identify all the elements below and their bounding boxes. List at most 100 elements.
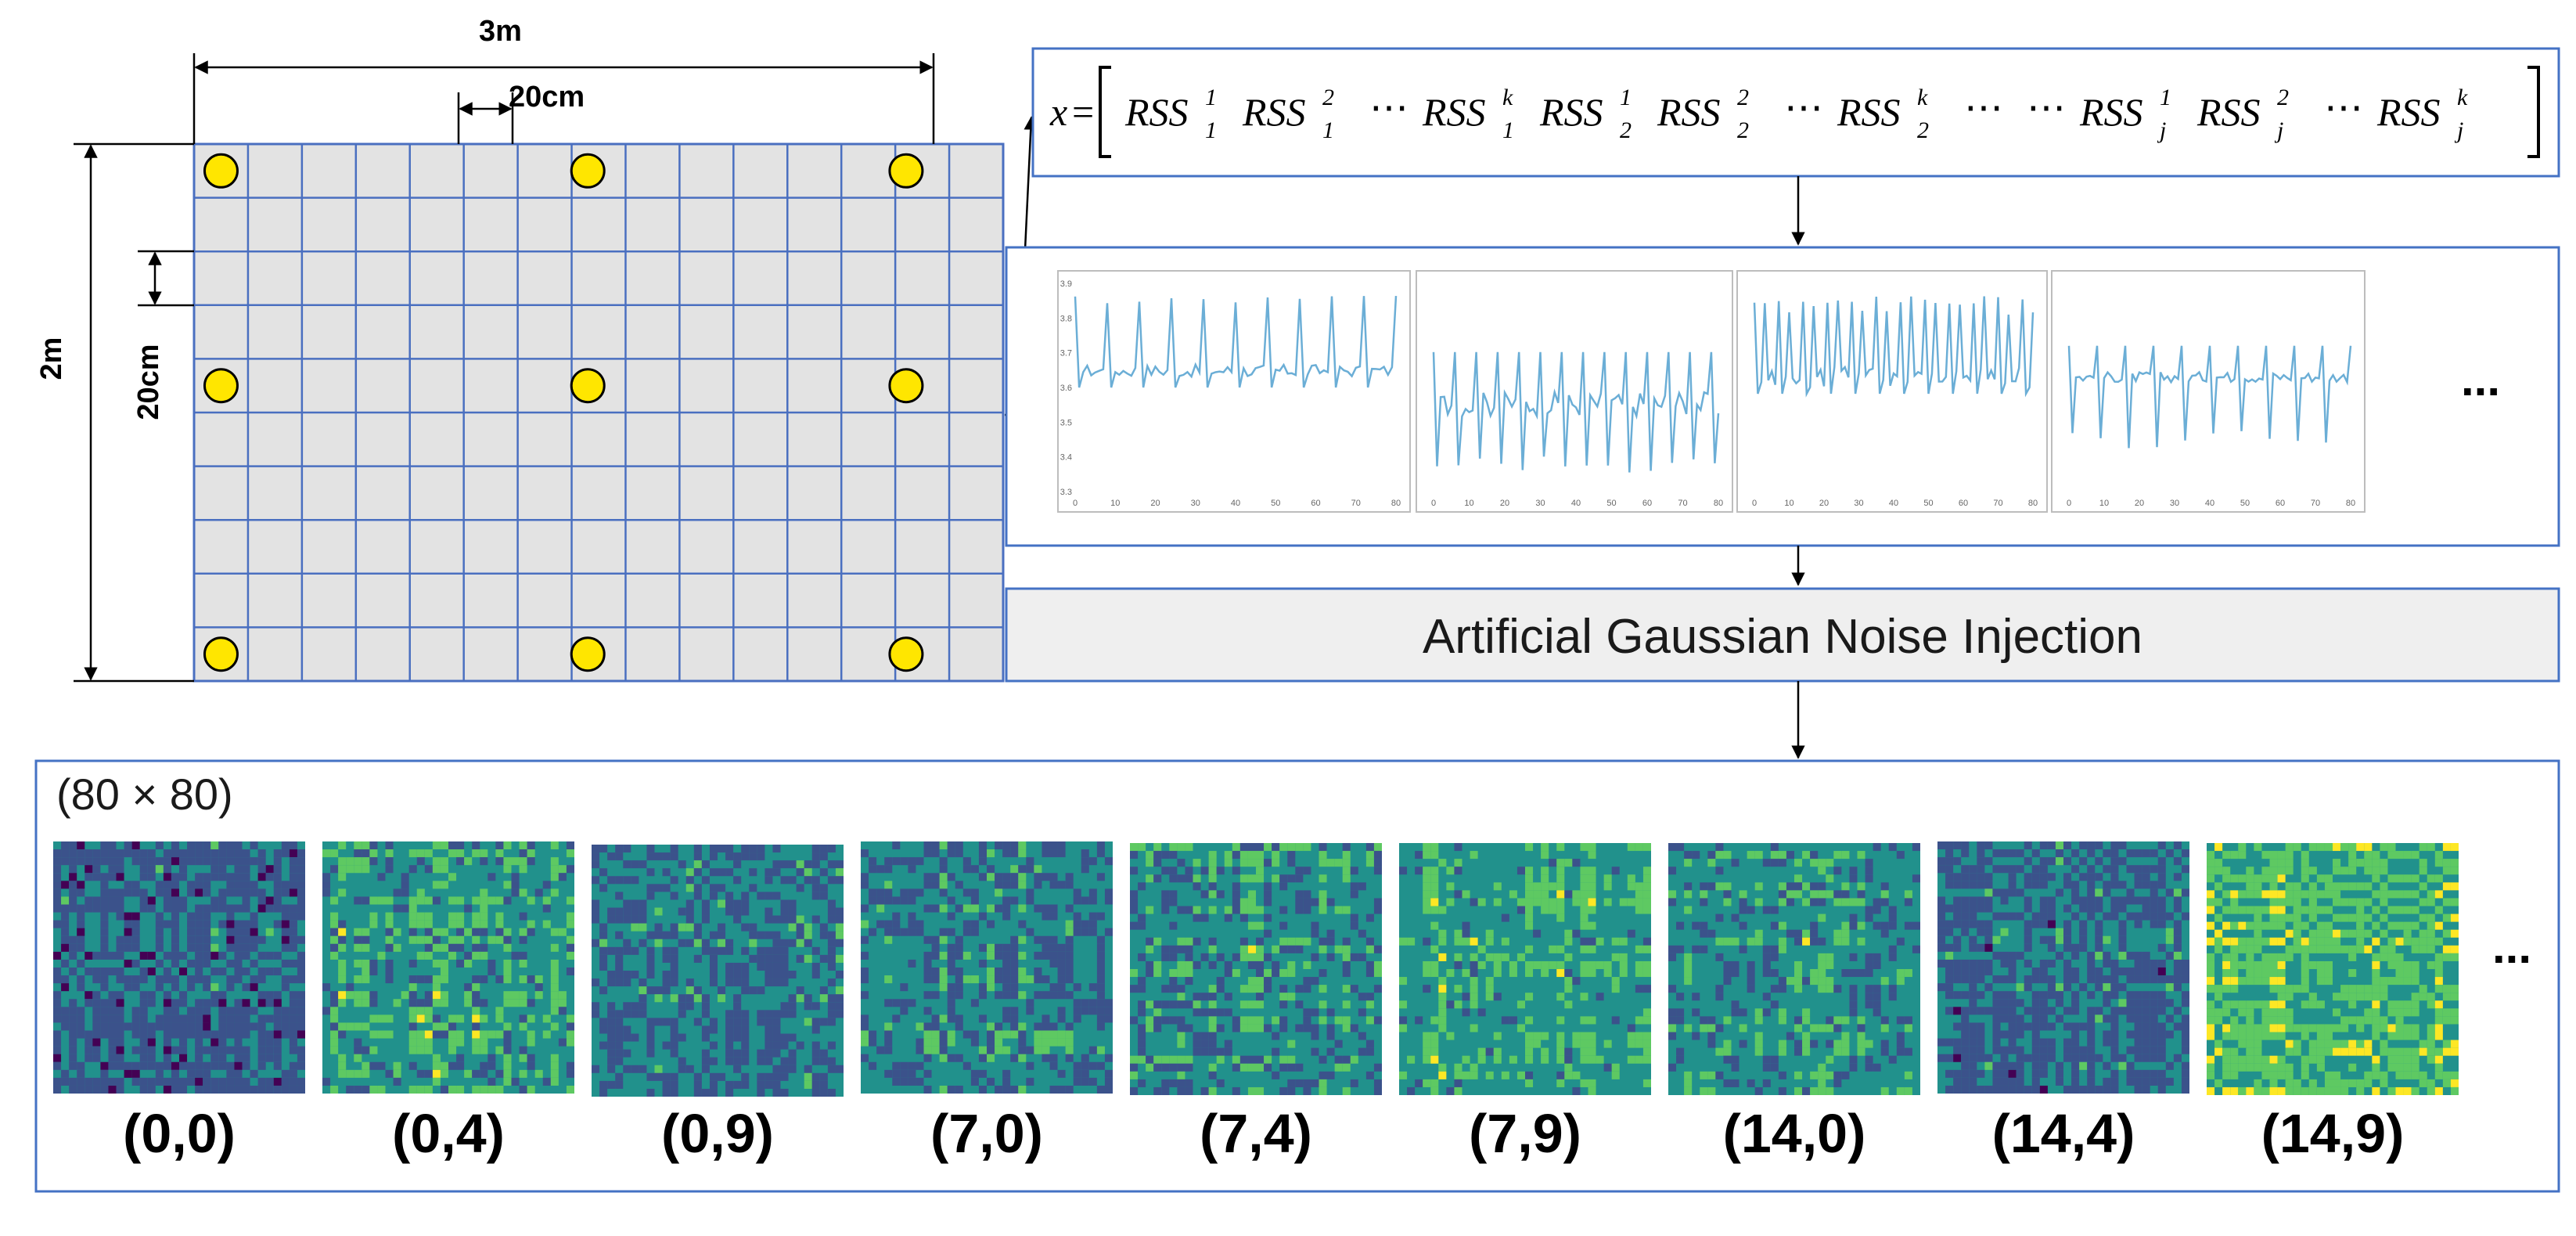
image-cell xyxy=(1161,953,1170,961)
image-cell xyxy=(155,1014,164,1023)
image-cell xyxy=(2000,1085,2009,1094)
image-cell xyxy=(931,881,940,889)
image-cell xyxy=(908,1077,916,1086)
image-cell xyxy=(1818,913,1826,922)
image-cell xyxy=(2285,843,2294,852)
image-cell xyxy=(1279,945,1288,953)
image-cell xyxy=(2110,849,2119,858)
image-cell xyxy=(1161,898,1170,906)
image-cell xyxy=(1049,841,1058,850)
image-cell xyxy=(203,951,211,960)
image-cell xyxy=(2403,921,2412,930)
image-cell xyxy=(1754,1047,1763,1056)
image-cell xyxy=(369,1085,378,1094)
image-cell xyxy=(480,920,488,928)
image-cell xyxy=(330,920,339,928)
image-cell xyxy=(670,931,678,939)
image-cell xyxy=(2442,913,2451,922)
image-cell xyxy=(1295,1079,1304,1087)
image-cell xyxy=(69,1046,77,1054)
image-cell xyxy=(2411,874,2419,883)
image-cell xyxy=(819,954,828,963)
image-cell xyxy=(155,983,164,992)
image-cell xyxy=(2230,921,2239,930)
image-cell xyxy=(1945,991,1954,1000)
image-cell xyxy=(693,852,702,861)
image-cell xyxy=(2150,920,2158,928)
image-cell xyxy=(2387,1047,2396,1056)
image-cell xyxy=(1810,882,1819,891)
image-cell xyxy=(53,857,62,866)
image-cell xyxy=(1161,1086,1170,1095)
image-cell xyxy=(1130,867,1139,875)
image-cell xyxy=(2087,959,2096,968)
image-cell xyxy=(1365,960,1374,969)
image-cell xyxy=(978,841,987,850)
image-cell xyxy=(1833,985,1842,993)
image-cell xyxy=(2238,1055,2247,1064)
image-cell xyxy=(1525,890,1534,899)
recurrence-image: (7,9) xyxy=(1399,843,1651,1164)
image-cell xyxy=(257,1054,266,1062)
image-cell xyxy=(1146,874,1154,883)
image-cell xyxy=(2427,1047,2435,1056)
image-cell xyxy=(2087,1085,2096,1094)
image-cell xyxy=(1279,1086,1288,1095)
image-cell xyxy=(1399,1024,1408,1032)
image-cell xyxy=(195,1054,203,1062)
image-cell xyxy=(947,1038,955,1047)
image-cell xyxy=(2047,991,2056,1000)
image-cell xyxy=(1992,1085,2001,1094)
image-cell xyxy=(1169,1000,1178,1009)
image-cell xyxy=(1786,898,1794,906)
image-cell xyxy=(1676,945,1685,953)
image-cell xyxy=(725,1080,734,1089)
image-cell xyxy=(2301,945,2309,953)
image-cell xyxy=(1953,1046,1962,1054)
image-cell xyxy=(1541,882,1549,891)
image-cell xyxy=(1564,1000,1573,1009)
image-cell xyxy=(599,931,608,939)
image-cell xyxy=(962,857,971,866)
image-cell xyxy=(171,1022,179,1031)
image-cell xyxy=(2333,1086,2341,1095)
image-cell xyxy=(289,991,297,1000)
image-cell xyxy=(908,928,916,936)
image-cell xyxy=(1042,991,1050,1000)
image-cell xyxy=(2181,1030,2189,1039)
image-cell xyxy=(2165,1077,2174,1086)
image-cell xyxy=(2126,1061,2135,1070)
image-cell xyxy=(1365,859,1374,867)
image-cell xyxy=(377,896,386,905)
image-cell xyxy=(2079,904,2088,913)
image-cell xyxy=(2293,1024,2301,1032)
image-cell xyxy=(1303,1079,1311,1087)
image-cell xyxy=(892,1014,901,1023)
image-cell xyxy=(2269,851,2278,859)
image-cell xyxy=(670,1088,678,1097)
image-cell xyxy=(1153,859,1162,867)
image-cell xyxy=(1588,1055,1596,1064)
image-cell xyxy=(1635,843,1643,852)
image-cell xyxy=(2269,898,2278,906)
image-cell xyxy=(1057,841,1066,850)
image-cell xyxy=(861,1030,869,1039)
image-cell xyxy=(2079,920,2088,928)
image-cell xyxy=(916,1077,924,1086)
image-cell xyxy=(187,857,196,866)
image-cell xyxy=(1977,943,1985,952)
image-cell xyxy=(2269,977,2278,986)
image-cell xyxy=(1002,881,1011,889)
image-cell xyxy=(900,857,908,866)
image-cell xyxy=(338,1054,347,1062)
image-cell xyxy=(242,943,250,952)
image-cell xyxy=(662,1080,671,1089)
image-cell xyxy=(1865,953,1873,961)
image-cell xyxy=(1169,890,1178,899)
rss-signal-line xyxy=(1432,351,1720,473)
image-cell xyxy=(147,1022,156,1031)
image-cell xyxy=(171,928,179,936)
image-cell xyxy=(424,943,433,952)
image-cell xyxy=(2230,890,2239,899)
image-cell xyxy=(2316,977,2325,986)
